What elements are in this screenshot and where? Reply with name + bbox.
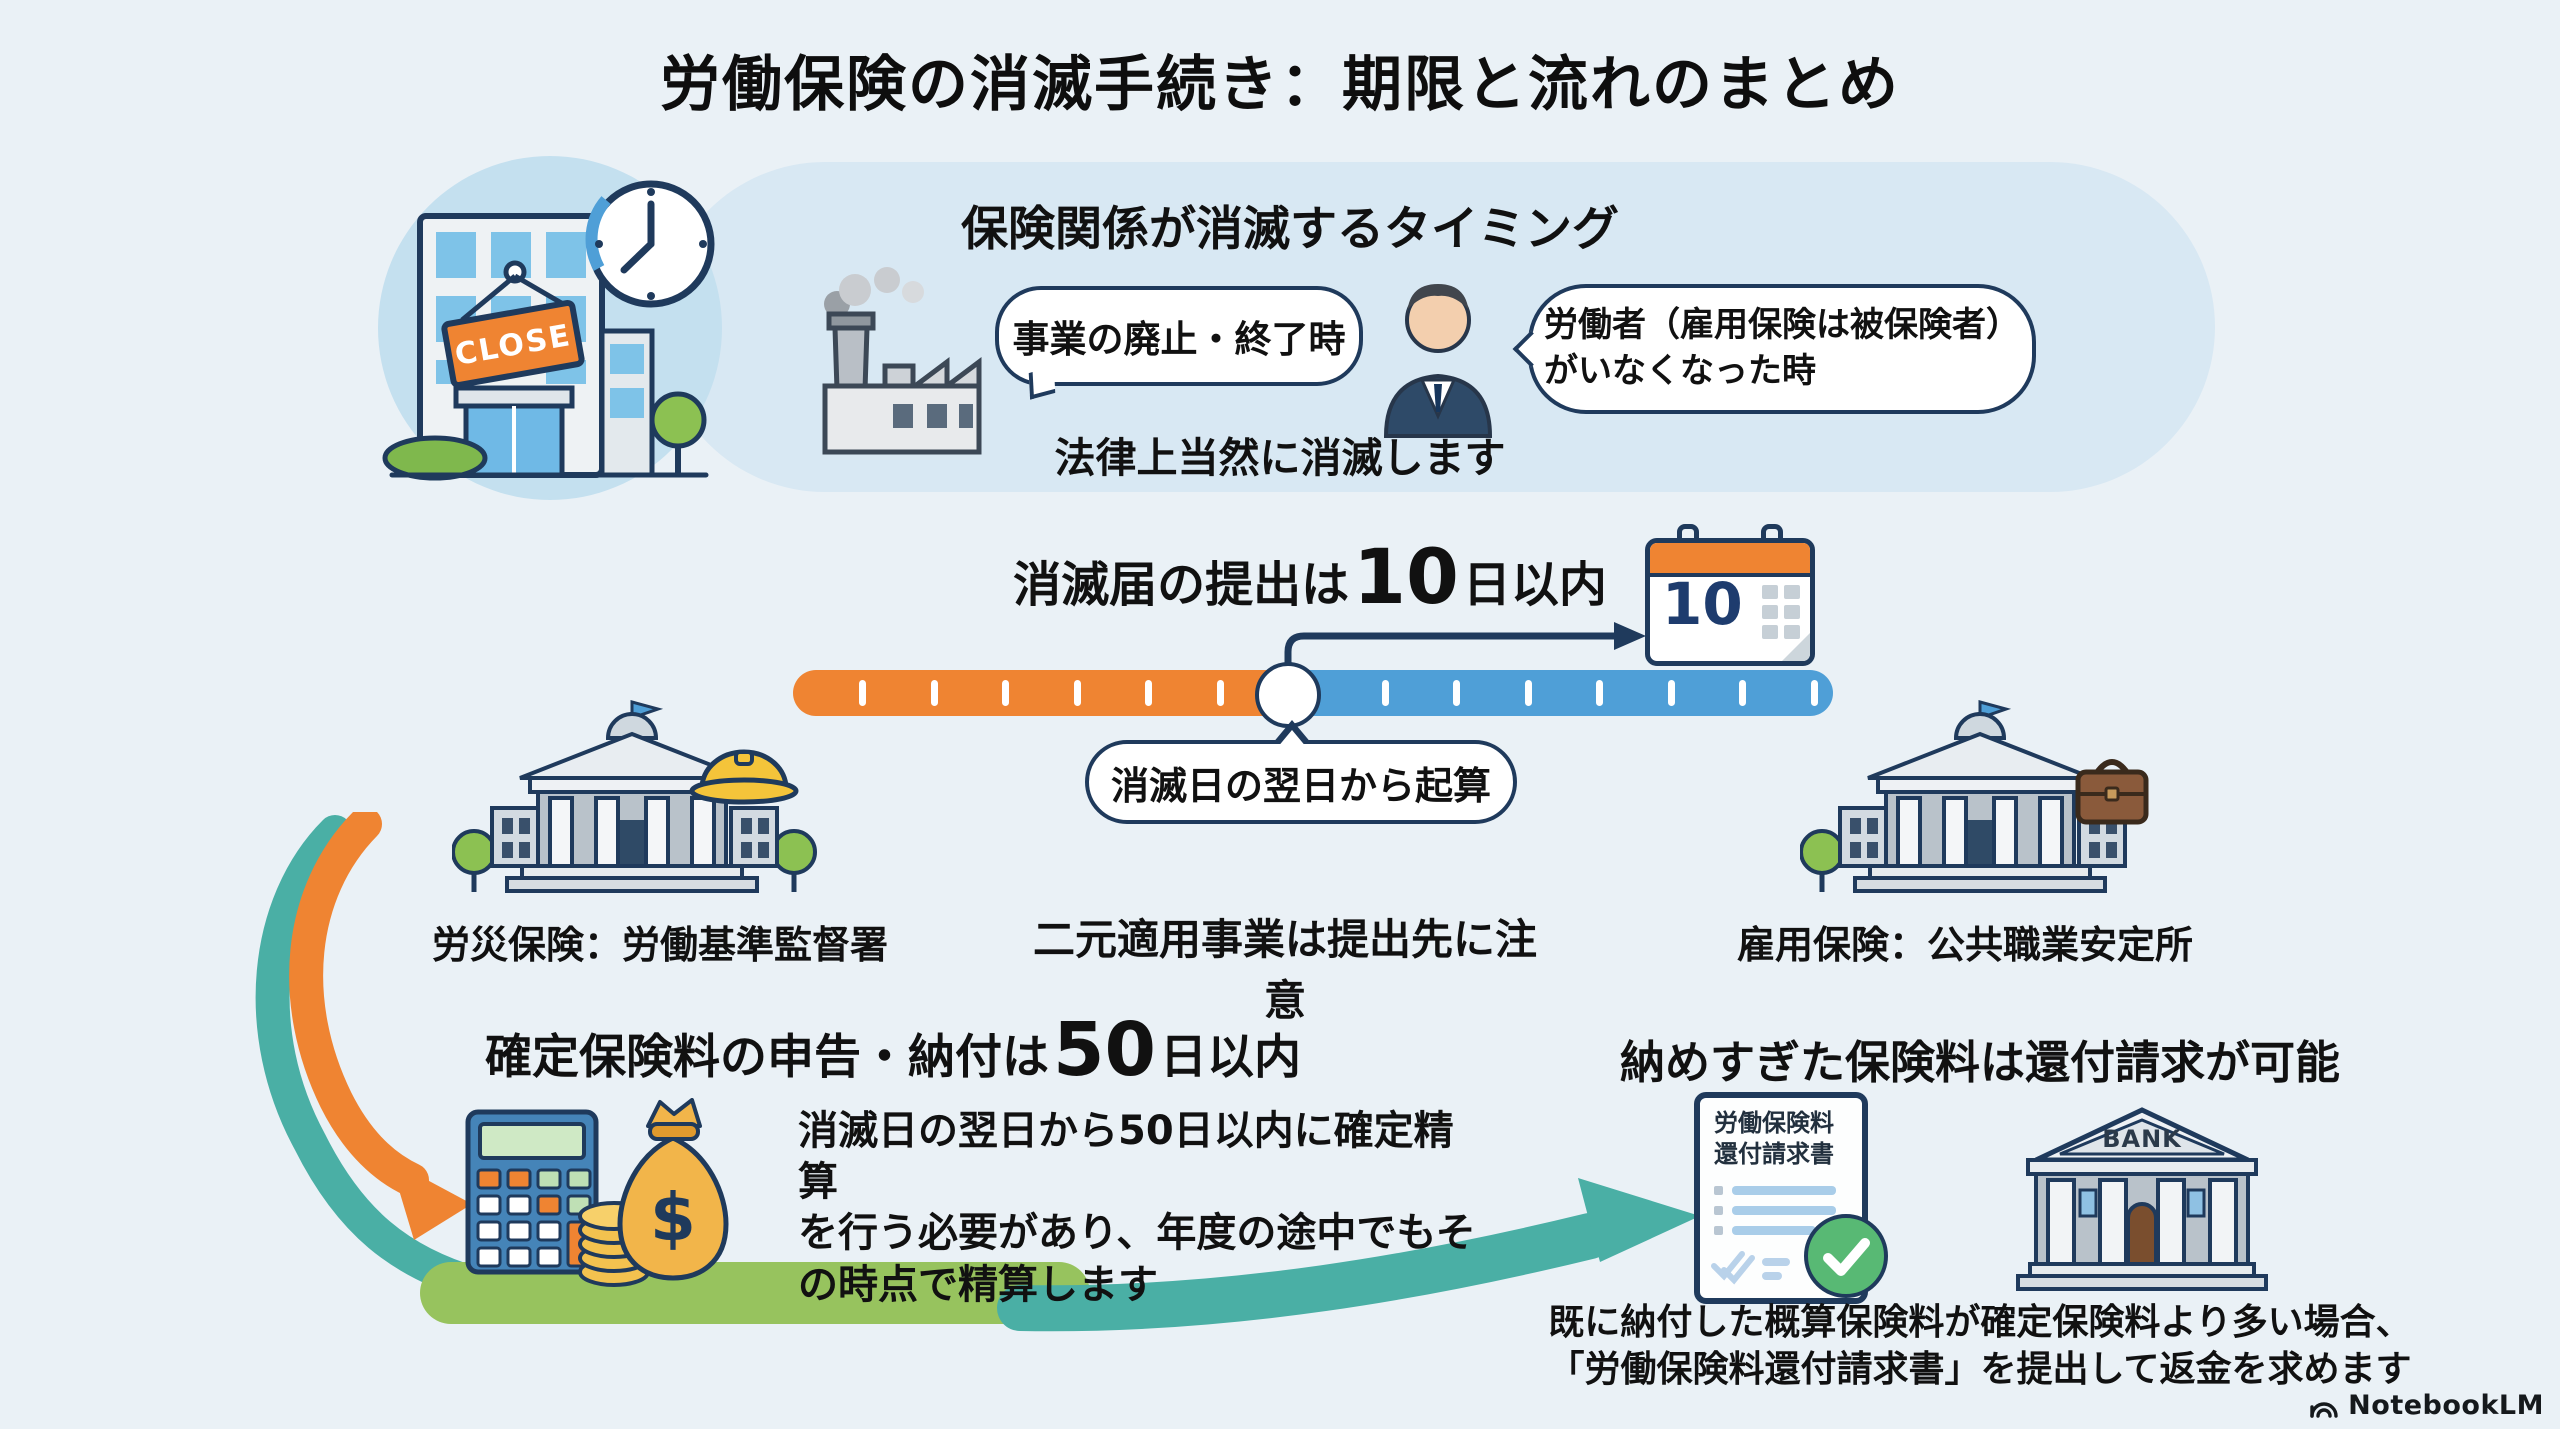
employment-office-label: 雇用保険：公共職業安定所 [1736, 923, 2193, 967]
notification-heading-post: 日以内 [1462, 557, 1607, 614]
bubble-pointer [1277, 730, 1307, 748]
settlement-body: 消滅日の翌日から50日以内に確定精算 を行う必要があり、年度の途中でもそ の時点… [798, 1108, 1476, 1308]
timing-note: 法律上当然に消滅します [1054, 434, 1506, 482]
calendar-grid [1762, 585, 1800, 639]
calendar-fold-corner [1781, 632, 1810, 661]
factory-icon [822, 267, 982, 455]
timeline-start-marker [1255, 662, 1321, 728]
bank-icon: BANK [2016, 1107, 2268, 1291]
tree-icon [649, 391, 707, 449]
refund-heading: 納めすぎた保険料は還付請求が可能 [1619, 1036, 2340, 1089]
bubble-business-end-text: 事業の廃止・終了時 [1012, 318, 1346, 361]
arrowhead [1578, 1178, 1700, 1262]
timeline-remaining-segment [1290, 670, 1833, 716]
briefcase-icon [2075, 759, 2149, 825]
calendar-icon: 10 [1645, 524, 1815, 666]
page-title: 労働保険の消滅手続き：期限と流れのまとめ [660, 50, 1900, 120]
dollar-sign: $ [650, 1179, 696, 1256]
flow-curve-arrow-icon [255, 812, 492, 1301]
bank-sign-text: BANK [2102, 1125, 2182, 1153]
arrow-to-calendar-icon [1284, 622, 1646, 702]
closed-company-icon: CLOSE [378, 156, 722, 500]
settlement-heading-post: 日以内 [1159, 1030, 1301, 1086]
settlement-heading-number: 50 [1053, 1007, 1156, 1093]
bubble-worker-gone-text: 労働者（雇用保険は被保険者） がいなくなった時 [1544, 305, 2020, 391]
settlement-heading: 確定保険料の申告・納付は 50 日以内 [485, 1007, 1385, 1093]
notification-heading: 消滅届の提出は 10 日以内 [960, 532, 1660, 621]
businessman-icon [1383, 284, 1493, 438]
notebooklm-icon [2310, 1401, 2338, 1418]
brand-name: NotebookLM [2348, 1390, 2544, 1421]
tree-icon [1800, 829, 1845, 875]
bush-icon [382, 435, 488, 481]
brand-badge: NotebookLM [2308, 1390, 2544, 1421]
deadline-timeline [793, 662, 1833, 728]
money-bag-icon: $ [617, 1098, 729, 1281]
timeline-note-text: 消滅日の翌日から起算 [1110, 763, 1491, 808]
document-checkmarks [1711, 1251, 1790, 1285]
employment-office-icon [1800, 700, 2149, 893]
timeline-elapsed-segment [793, 670, 1290, 716]
calendar-body: 10 [1645, 538, 1815, 666]
dual-system-caution: 二元適用事業は提出先に注意 [1032, 915, 1537, 1025]
accident-office-label: 労災保険：労働基準監督署 [431, 923, 888, 967]
clock-icon [585, 180, 715, 308]
refund-claim-document-icon: 労働保険料 還付請求書 [1694, 1092, 1894, 1304]
check-icon [1804, 1214, 1888, 1298]
document-title: 労働保険料 還付請求書 [1714, 1109, 1834, 1169]
labor-standards-office-icon [452, 700, 817, 893]
timing-heading: 保険関係が消滅するタイミング [961, 202, 1619, 257]
close-sign-icon: CLOSE [441, 260, 585, 389]
arrowhead [390, 1160, 472, 1240]
bubble-worker-gone: 労働者（雇用保険は被保険者） がいなくなった時 [1512, 284, 2036, 414]
calendar-header [1650, 543, 1810, 577]
bubble-business-end: 事業の廃止・終了時 [995, 286, 1363, 400]
bubble-timeline-note: 消滅日の翌日から起算 [1085, 720, 1517, 824]
refund-body: 既に納付した概算保険料が確定保険料より多い場合、 「労働保険料還付請求書」を提出… [1548, 1302, 2412, 1390]
notification-heading-pre: 消滅届の提出は [1013, 557, 1350, 614]
settlement-heading-pre: 確定保険料の申告・納付は [485, 1030, 1049, 1086]
tree-icon [771, 829, 817, 875]
calendar-day: 10 [1662, 570, 1743, 638]
notification-heading-number: 10 [1353, 532, 1459, 621]
hard-hat-icon [689, 749, 799, 805]
